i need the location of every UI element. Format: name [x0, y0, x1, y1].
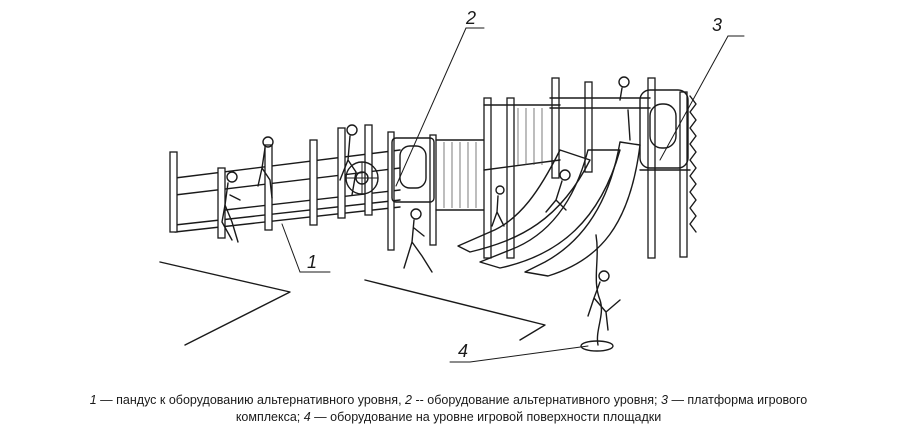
ground-boundary-lines [159, 261, 546, 346]
caption-text-3: — платформа игрового [667, 393, 808, 407]
caption-num-2: 2 [405, 393, 412, 407]
caption-text-5: — оборудование на уровне игровой поверхн… [310, 410, 662, 424]
ramp-structure [169, 124, 401, 239]
rope-climber [580, 234, 621, 352]
caption-text-2: -- оборудование альтернативного уровня; [411, 393, 662, 407]
caption-line-1: 1 — пандус к оборудованию альтернативног… [0, 392, 897, 409]
caption-num-4: 4 [303, 410, 311, 424]
label-2: 2 [465, 8, 476, 28]
alternative-level-tower [387, 131, 489, 273]
caption-num-1: 1 [89, 393, 97, 407]
caption-text-4: комплекса; [235, 410, 304, 424]
platform-complex [483, 76, 697, 259]
label-3: 3 [712, 15, 722, 35]
leader-lines [281, 27, 745, 363]
caption-text-1: — пандус к оборудованию альтернативного … [96, 393, 406, 407]
caption-num-3: 3 [661, 393, 668, 407]
child-figures-ramp [221, 124, 358, 243]
label-1: 1 [307, 252, 317, 272]
slides [457, 141, 641, 277]
figure-caption: 1 — пандус к оборудованию альтернативног… [0, 392, 897, 426]
label-4: 4 [458, 341, 468, 361]
caption-line-2: комплекса; 4 — оборудование на уровне иг… [0, 409, 897, 426]
playground-illustration: 2 3 1 4 [159, 8, 745, 363]
